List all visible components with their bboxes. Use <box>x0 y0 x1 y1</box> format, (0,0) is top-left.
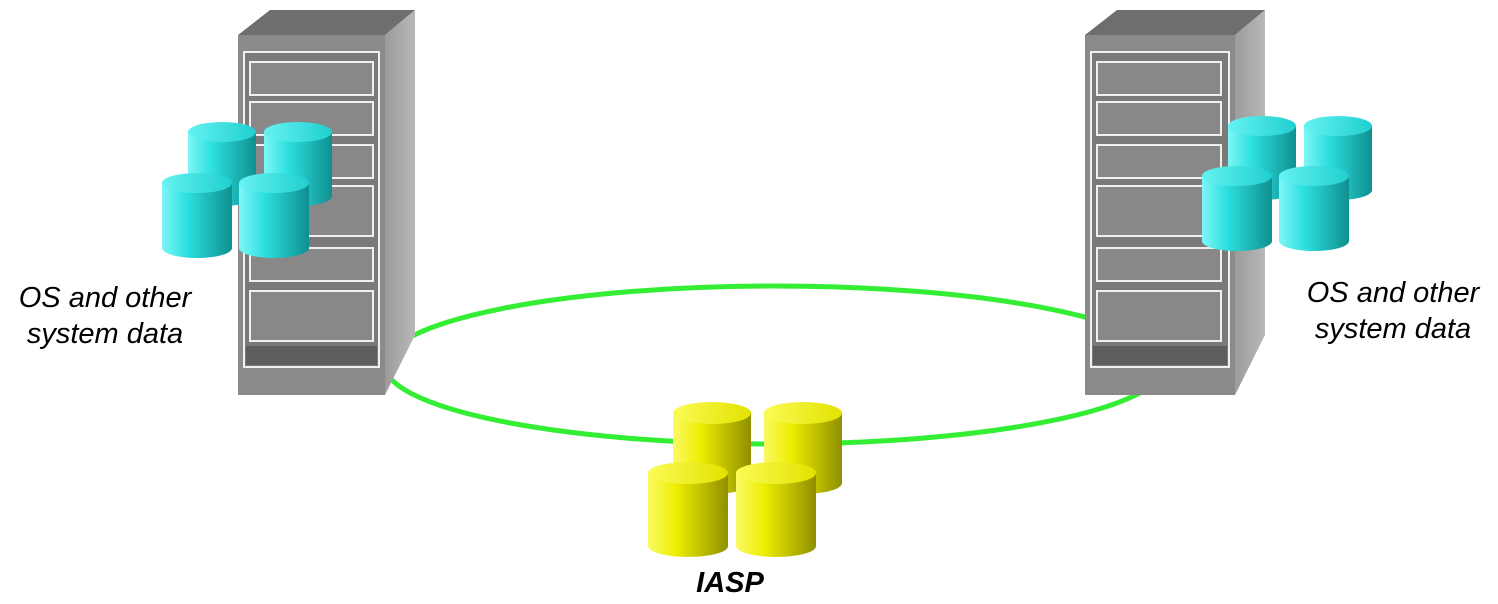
disk-cylinder-icon <box>239 173 309 258</box>
disk-cylinder-icon <box>648 462 728 557</box>
left-label-line-1: OS and other <box>18 282 192 314</box>
iasp-label: IASP <box>696 567 764 599</box>
right-system-data-label: OS and other system data <box>1288 275 1498 347</box>
iasp-disks <box>648 402 842 557</box>
left-system-data-label: OS and other system data <box>0 280 210 352</box>
right-label-line-1: OS and other <box>1306 277 1480 309</box>
disk-cylinder-icon <box>1202 166 1272 251</box>
disk-cylinder-icon <box>736 462 816 557</box>
right-label-line-2: system data <box>1314 313 1472 345</box>
right-server-icon <box>1085 10 1265 395</box>
disk-cylinder-icon <box>162 173 232 258</box>
left-system-disks <box>162 122 332 258</box>
right-system-disks <box>1202 116 1372 251</box>
disk-cylinder-icon <box>1279 166 1349 251</box>
left-label-line-2: system data <box>26 318 184 350</box>
